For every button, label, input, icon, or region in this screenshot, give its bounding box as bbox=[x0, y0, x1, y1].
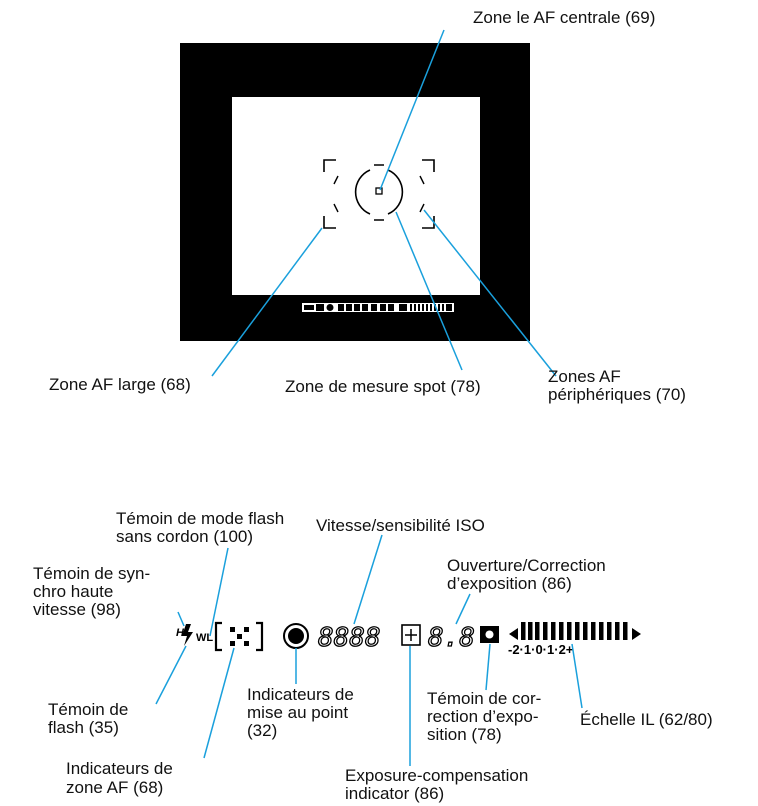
label-focus-1: Indicateurs de bbox=[247, 685, 354, 704]
spot-metering-circle bbox=[354, 169, 404, 215]
label-comp-witness-2: rection d’expo- bbox=[427, 707, 539, 726]
peripheral-af-marks bbox=[333, 175, 425, 213]
label-exp-comp-1: Exposure-compensation bbox=[345, 766, 529, 785]
ev-scale-ticks: -2·1·0·1·2+ bbox=[508, 642, 574, 657]
leader-center-af bbox=[379, 29, 445, 191]
focus-indicator-icon bbox=[283, 623, 309, 649]
leader-peripheral bbox=[423, 209, 557, 377]
label-high-speed-3: vitesse (98) bbox=[33, 600, 121, 619]
label-shutter-iso: Vitesse/sensibilité ISO bbox=[316, 516, 485, 535]
leader-aperture bbox=[455, 593, 471, 625]
leader-high-speed bbox=[177, 611, 185, 627]
label-aperture-1: Ouverture/Correction bbox=[447, 556, 606, 575]
af-zone-indicator bbox=[214, 621, 264, 652]
label-wide-af: Zone AF large (68) bbox=[49, 375, 191, 394]
label-flash-2: flash (35) bbox=[48, 718, 119, 737]
lcd-panel: H WL 8888 8.8 bbox=[176, 621, 641, 657]
label-exp-comp-2: indicator (86) bbox=[345, 784, 445, 803]
flash-bolt-icon bbox=[182, 624, 193, 646]
leader-af-zone bbox=[203, 647, 235, 759]
label-high-speed-1: Témoin de syn- bbox=[33, 564, 151, 583]
exposure-comp-icon bbox=[401, 624, 421, 646]
label-comp-witness-3: sition (78) bbox=[427, 725, 502, 744]
label-peripheral-2: périphériques (70) bbox=[548, 385, 686, 404]
label-flash-1: Témoin de bbox=[48, 700, 129, 719]
label-spot: Zone de mesure spot (78) bbox=[285, 377, 481, 396]
high-speed-sync-icon: H bbox=[176, 627, 185, 639]
label-ev-scale: Échelle IL (62/80) bbox=[580, 710, 713, 729]
leader-spot bbox=[395, 211, 463, 371]
mini-viewfinder-display bbox=[302, 303, 454, 312]
leader-wide-af bbox=[211, 227, 323, 377]
leader-comp-witness bbox=[485, 643, 491, 691]
wide-af-zone-brackets bbox=[323, 159, 435, 229]
aperture-digits: 8.8 bbox=[428, 623, 475, 653]
label-focus-2: mise au point bbox=[247, 703, 349, 722]
shutter-digits: 8888 bbox=[318, 623, 381, 653]
wireless-flash-icon: WL bbox=[196, 632, 213, 644]
label-wireless-1: Témoin de mode flash bbox=[116, 509, 285, 528]
center-af-point bbox=[375, 187, 383, 195]
label-af-zone-1: Indicateurs de bbox=[66, 759, 173, 778]
leader-ev-scale bbox=[571, 643, 583, 709]
leader-wireless bbox=[209, 547, 229, 637]
comp-witness-icon bbox=[480, 626, 499, 643]
label-center-af: Zone le AF centrale (69) bbox=[473, 8, 656, 27]
label-af-zone-2: zone AF (68) bbox=[66, 778, 164, 797]
label-aperture-2: d’exposition (86) bbox=[447, 574, 572, 593]
label-wireless-2: sans cordon (100) bbox=[116, 527, 254, 546]
ev-scale: -2·1·0·1·2+ bbox=[508, 622, 641, 657]
label-comp-witness-1: Témoin de cor- bbox=[427, 689, 542, 708]
label-peripheral-1: Zones AF bbox=[548, 367, 621, 386]
leader-flash bbox=[155, 645, 187, 705]
label-high-speed-2: chro haute bbox=[33, 582, 114, 601]
label-focus-3: (32) bbox=[247, 721, 278, 740]
leader-shutter bbox=[353, 534, 383, 625]
